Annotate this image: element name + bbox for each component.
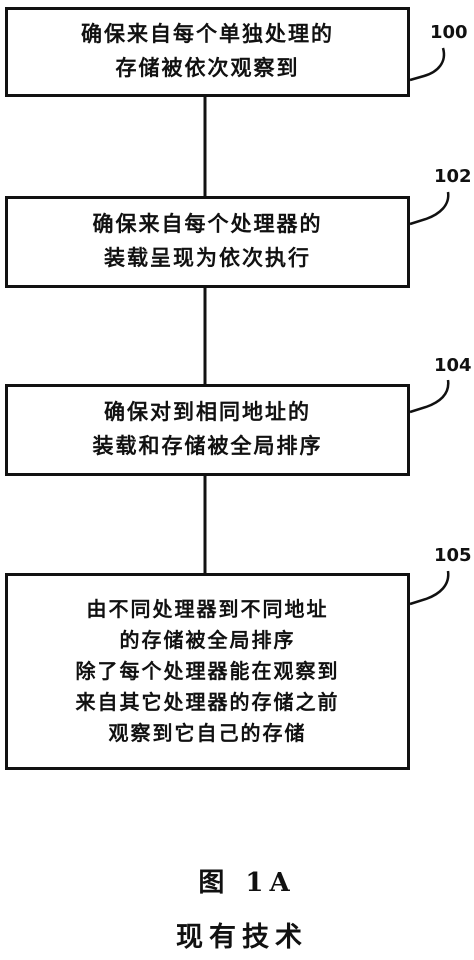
step-105-line-3: 除了每个处理器能在观察到 [75,659,340,683]
leader-line-100 [409,47,446,82]
step-100-line-2: 存储被依次观察到 [115,56,300,80]
step-box-104: 确保对到相同地址的 装载和存储被全局排序 [5,384,410,476]
step-105-line-2: 的存储被全局排序 [119,628,296,652]
step-100-line-1: 确保来自每个单独处理的 [81,22,334,47]
step-box-100: 确保来自每个单独处理的 存储被依次观察到 [5,7,410,97]
leader-line-105 [409,570,450,606]
step-105-line-5: 观察到它自己的存储 [108,721,307,745]
step-104-line-2: 装载和存储被全局排序 [92,434,323,458]
step-104-line-1: 确保对到相同地址的 [104,400,311,425]
leader-line-102 [409,191,450,226]
leader-line-104 [409,379,450,414]
step-102-line-1: 确保来自每个处理器的 [92,212,323,237]
step-105-line-1: 由不同处理器到不同地址 [86,597,329,621]
ref-numeral-102: 102 [434,166,472,187]
ref-numeral-104: 104 [434,355,472,376]
figure-label: 图 1A [198,868,296,898]
figure-subtitle: 现有技术 [176,922,308,953]
step-box-102: 确保来自每个处理器的 装载呈现为依次执行 [5,196,410,288]
step-105-line-4: 来自其它处理器的存储之前 [75,690,340,714]
step-box-105: 由不同处理器到不同地址 的存储被全局排序 除了每个处理器能在观察到 来自其它处理… [5,573,410,770]
ref-numeral-105: 105 [434,545,472,566]
ref-numeral-100: 100 [430,22,468,43]
step-102-line-2: 装载呈现为依次执行 [104,246,311,270]
